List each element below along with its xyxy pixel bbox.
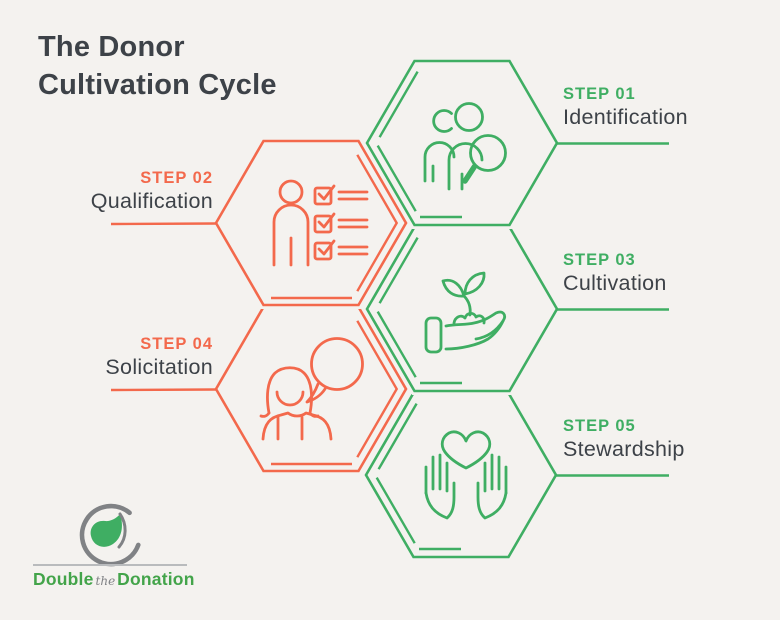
step-4-name: Solicitation (105, 355, 213, 379)
step-1-name: Identification (563, 105, 688, 129)
step-5-number: STEP 05 (563, 417, 636, 435)
page-title: The Donor Cultivation Cycle (38, 28, 277, 104)
step-4-label-block: STEP 04 Solicitation (60, 334, 213, 380)
step-3-label-block: STEP 03 Cultivation (563, 250, 723, 296)
logo-word-donation: Donation (117, 569, 195, 589)
person-checklist-icon (272, 179, 369, 267)
woman-speech-bubble-icon (259, 337, 364, 441)
title-line-1: The Donor (38, 31, 185, 63)
step-3-name: Cultivation (563, 271, 667, 295)
step-4-number: STEP 04 (140, 335, 213, 353)
people-search-icon (423, 102, 507, 191)
step-2-label-block: STEP 02 Qualification (60, 168, 213, 214)
logo-word-the: the (95, 574, 116, 588)
hand-plant-icon (424, 271, 506, 354)
step-5-name: Stewardship (563, 437, 685, 461)
step-1-label-block: STEP 01 Identification (563, 84, 723, 130)
step-connector-lines (110, 142, 669, 477)
step-4-underline (110, 388, 217, 392)
hexagon-step-5 (361, 389, 561, 561)
step-2-number: STEP 02 (140, 169, 213, 187)
logo-divider-line (33, 564, 187, 566)
step-2-name: Qualification (90, 189, 213, 213)
logo-word-double: Double (33, 569, 94, 589)
hands-heart-icon (424, 430, 508, 520)
step-2-underline (110, 222, 217, 226)
hexagon-step-2 (211, 137, 411, 309)
step-5-label-block: STEP 05 Stewardship (563, 416, 723, 462)
step-1-number: STEP 01 (563, 85, 636, 103)
step-3-number: STEP 03 (563, 251, 636, 269)
title-line-2: Cultivation Cycle (38, 69, 277, 101)
double-the-donation-logo-icon (79, 503, 141, 567)
